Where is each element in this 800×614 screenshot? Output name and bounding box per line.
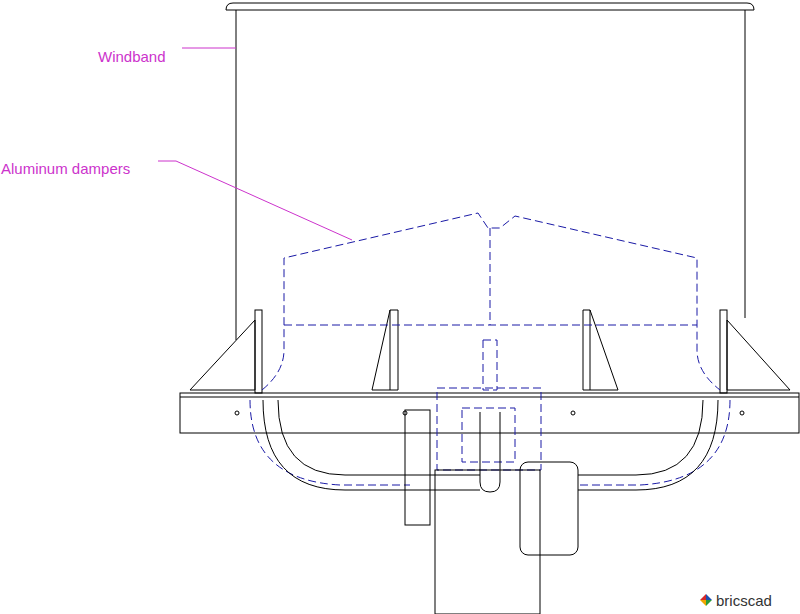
bricscad-logo bbox=[700, 594, 712, 606]
windband bbox=[226, 3, 754, 340]
motor-drive bbox=[263, 400, 718, 614]
part-label: Aluminum dampers bbox=[1, 161, 130, 178]
dampers bbox=[250, 213, 730, 485]
part-label: Windband bbox=[98, 49, 166, 66]
leader-lines bbox=[158, 48, 352, 240]
base-frame bbox=[180, 310, 799, 433]
watermark: bricscad bbox=[716, 593, 772, 610]
